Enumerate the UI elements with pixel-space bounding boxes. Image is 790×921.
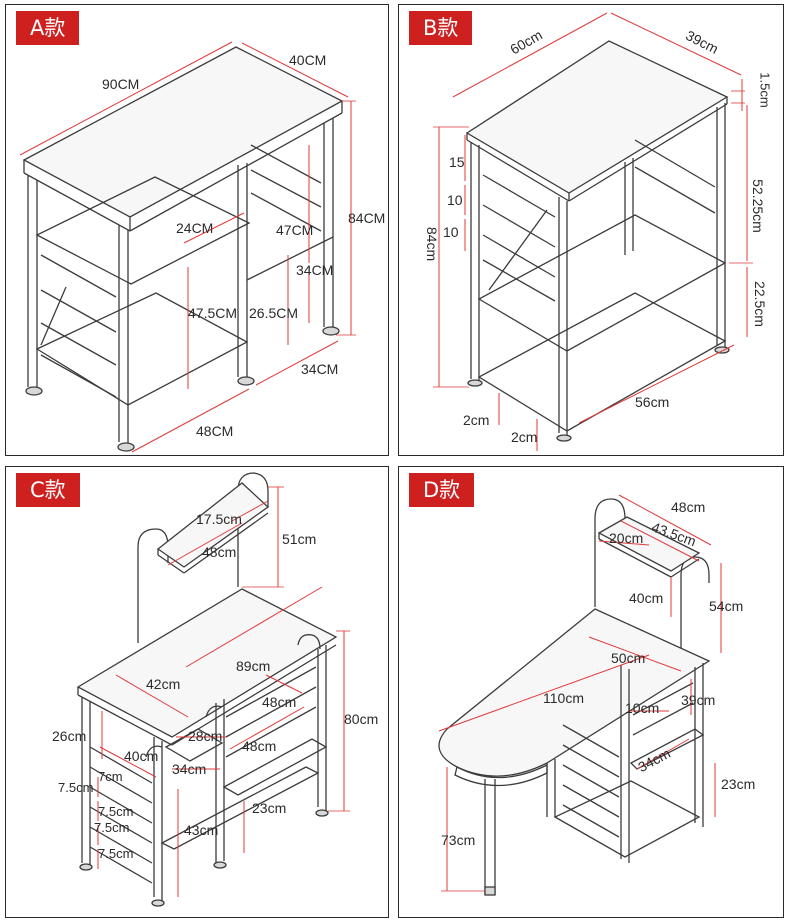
c-dim-right-upper: 48cm	[262, 694, 297, 710]
d-dim-shelf-width: 48cm	[671, 499, 706, 515]
b-dim-foot-2b: 2cm	[511, 429, 538, 445]
c-dim-left-side: 26cm	[52, 728, 87, 744]
d-dim-rack-10: 10cm	[625, 700, 660, 716]
c-dim-compartment-34: 34cm	[172, 761, 207, 777]
c-dim-shelf-depth: 17.5cm	[196, 511, 242, 527]
a-dim-top-inner-height: 47CM	[276, 222, 314, 238]
c-dim-rack-75d: 7.5cm	[98, 846, 134, 861]
b-dim-slot-10a: 10	[447, 192, 463, 208]
a-dim-top-inner-width: 24CM	[176, 220, 214, 236]
b-dim-upper-height: 52.25cm	[749, 179, 766, 233]
b-dim-base-width: 56cm	[635, 394, 670, 410]
panel-b-drawing	[433, 12, 753, 451]
d-dim-table-length: 110cm	[543, 690, 584, 706]
panel-c: C款	[5, 466, 389, 918]
c-dim-rack-75b: 7.5cm	[98, 804, 134, 819]
a-dim-height: 84CM	[348, 210, 386, 226]
panel-b-tag: B款	[409, 11, 473, 45]
panel-c-tag: C款	[16, 473, 80, 507]
b-dim-slot-10b: 10	[443, 224, 459, 240]
d-dim-rack-23: 23cm	[721, 776, 756, 792]
a-dim-mid-height: 47.5CM	[188, 305, 238, 321]
panel-b: B款	[398, 4, 784, 456]
d-dim-shelf-rise: 40cm	[629, 590, 664, 606]
c-dim-inner-width: 40cm	[124, 748, 159, 764]
d-dim-shelf-depth: 20cm	[609, 530, 644, 546]
a-dim-mid-right-height: 26.5CM	[249, 305, 299, 321]
a-dim-width: 90CM	[102, 76, 140, 92]
panel-d: D款	[398, 466, 784, 918]
c-dim-rack-75a: 7.5cm	[58, 780, 94, 795]
b-dim-slot-15: 15	[449, 154, 465, 170]
b-dim-lower-height: 22.5cm	[751, 281, 768, 327]
panel-a-tag: A款	[16, 11, 80, 45]
panel-d-tag: D款	[409, 473, 475, 507]
d-dim-leg-height: 73cm	[441, 832, 476, 848]
c-dim-height: 80cm	[344, 711, 379, 727]
panel-d-drawing	[438, 494, 722, 896]
c-dim-bottom-43: 43cm	[184, 822, 219, 838]
d-dim-rack-39: 39cm	[681, 692, 716, 708]
b-dim-top-thickness: 1.5cm	[757, 72, 773, 108]
panel-a-drawing	[19, 41, 356, 453]
c-dim-compartment-28: 28cm	[188, 728, 223, 744]
d-dim-table-width: 50cm	[611, 650, 646, 666]
a-dim-depth: 40CM	[289, 52, 327, 68]
d-dim-upper-height: 54cm	[709, 598, 744, 614]
c-dim-depth: 42cm	[146, 676, 181, 692]
panel-a: A款	[5, 4, 389, 456]
a-dim-right-upper-height: 34CM	[296, 262, 334, 278]
panel-c-drawing	[76, 472, 350, 907]
c-dim-shelf-width: 48cm	[202, 544, 237, 560]
c-dim-width: 89cm	[236, 658, 271, 674]
b-dim-foot-2a: 2cm	[463, 412, 490, 428]
c-dim-right-mid: 48cm	[242, 738, 277, 754]
c-dim-shelf-height: 51cm	[282, 531, 317, 547]
c-dim-side-7: 7cm	[98, 769, 123, 784]
a-dim-bottom-depth: 34CM	[301, 361, 339, 377]
a-dim-bottom-width: 48CM	[196, 423, 234, 439]
c-dim-rack-75c: 7.5cm	[94, 820, 130, 835]
b-dim-total-height: 84cm	[424, 226, 441, 262]
c-dim-bottom-23: 23cm	[252, 800, 287, 816]
